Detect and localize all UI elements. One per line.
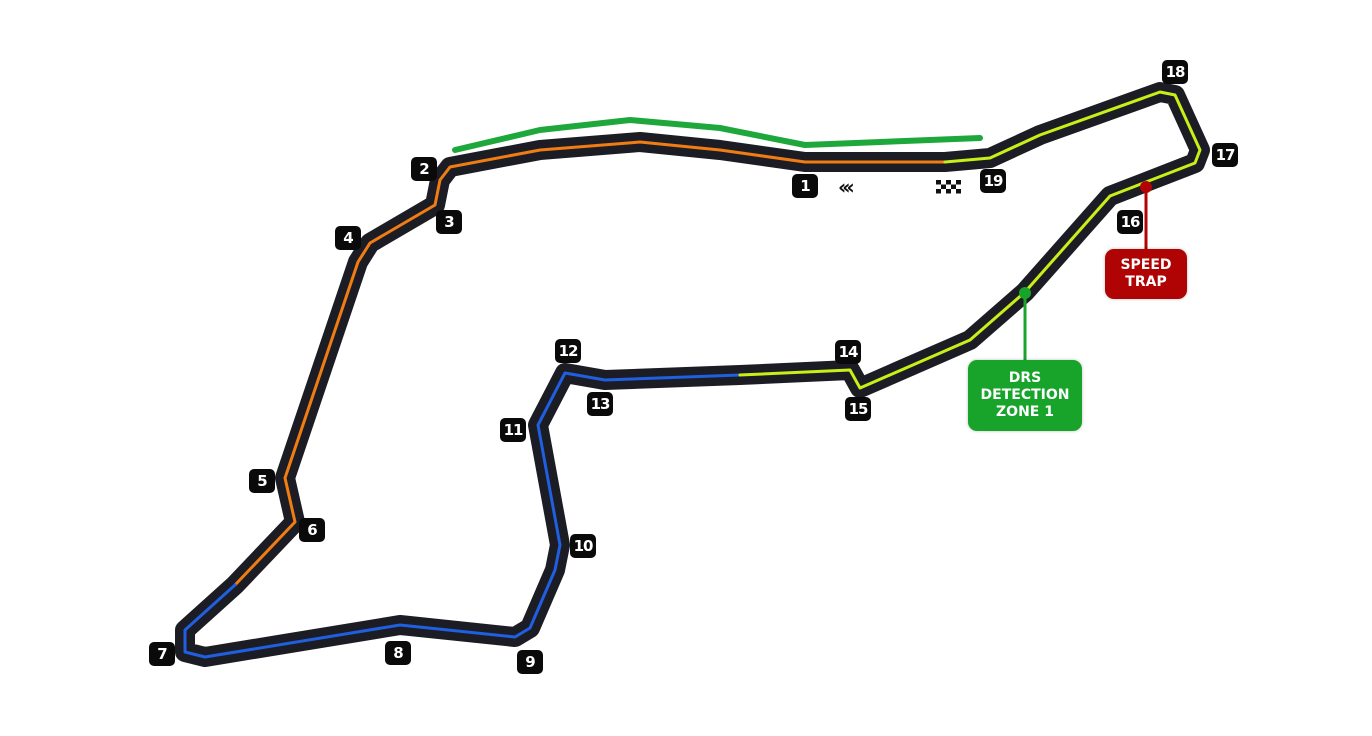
turn-number-12: 12 bbox=[555, 339, 581, 363]
turn-number-19: 19 bbox=[980, 169, 1006, 193]
turn-number-4: 4 bbox=[335, 226, 361, 250]
turn-number-17: 17 bbox=[1212, 143, 1238, 167]
drs-text: ZONE 1 bbox=[996, 404, 1054, 420]
turn-number-2: 2 bbox=[411, 157, 437, 181]
speed-trap-text: TRAP bbox=[1125, 274, 1167, 290]
checkered-flag-icon bbox=[936, 180, 961, 194]
drs-detection-label: DRS DETECTION ZONE 1 bbox=[968, 360, 1082, 431]
turn-number-9: 9 bbox=[517, 650, 543, 674]
speed-trap-text: SPEED bbox=[1120, 257, 1172, 273]
speed-trap-label: SPEED TRAP bbox=[1105, 249, 1187, 299]
turn-number-13: 13 bbox=[587, 392, 613, 416]
speed-trap-marker bbox=[1140, 181, 1152, 193]
drs-zone-line bbox=[452, 117, 983, 153]
sector-1-line bbox=[233, 140, 947, 587]
turn-number-1: 1 bbox=[792, 174, 818, 198]
direction-chevrons-icon: ‹‹‹ bbox=[838, 175, 855, 199]
sector-2-line bbox=[183, 371, 742, 659]
drs-detection-marker bbox=[1019, 287, 1031, 299]
sector-3-line bbox=[738, 90, 1202, 390]
turn-number-10: 10 bbox=[570, 534, 596, 558]
turn-number-3: 3 bbox=[436, 210, 462, 234]
turn-number-14: 14 bbox=[835, 340, 861, 364]
turn-number-5: 5 bbox=[249, 469, 275, 493]
turn-number-7: 7 bbox=[149, 642, 175, 666]
drs-text: DRS bbox=[1008, 370, 1042, 386]
turn-number-11: 11 bbox=[500, 418, 526, 442]
turn-number-8: 8 bbox=[385, 641, 411, 665]
drs-text: DETECTION bbox=[980, 387, 1070, 403]
turn-number-18: 18 bbox=[1162, 60, 1188, 84]
turn-number-15: 15 bbox=[845, 397, 871, 421]
turn-number-16: 16 bbox=[1117, 210, 1143, 234]
turn-number-6: 6 bbox=[299, 518, 325, 542]
